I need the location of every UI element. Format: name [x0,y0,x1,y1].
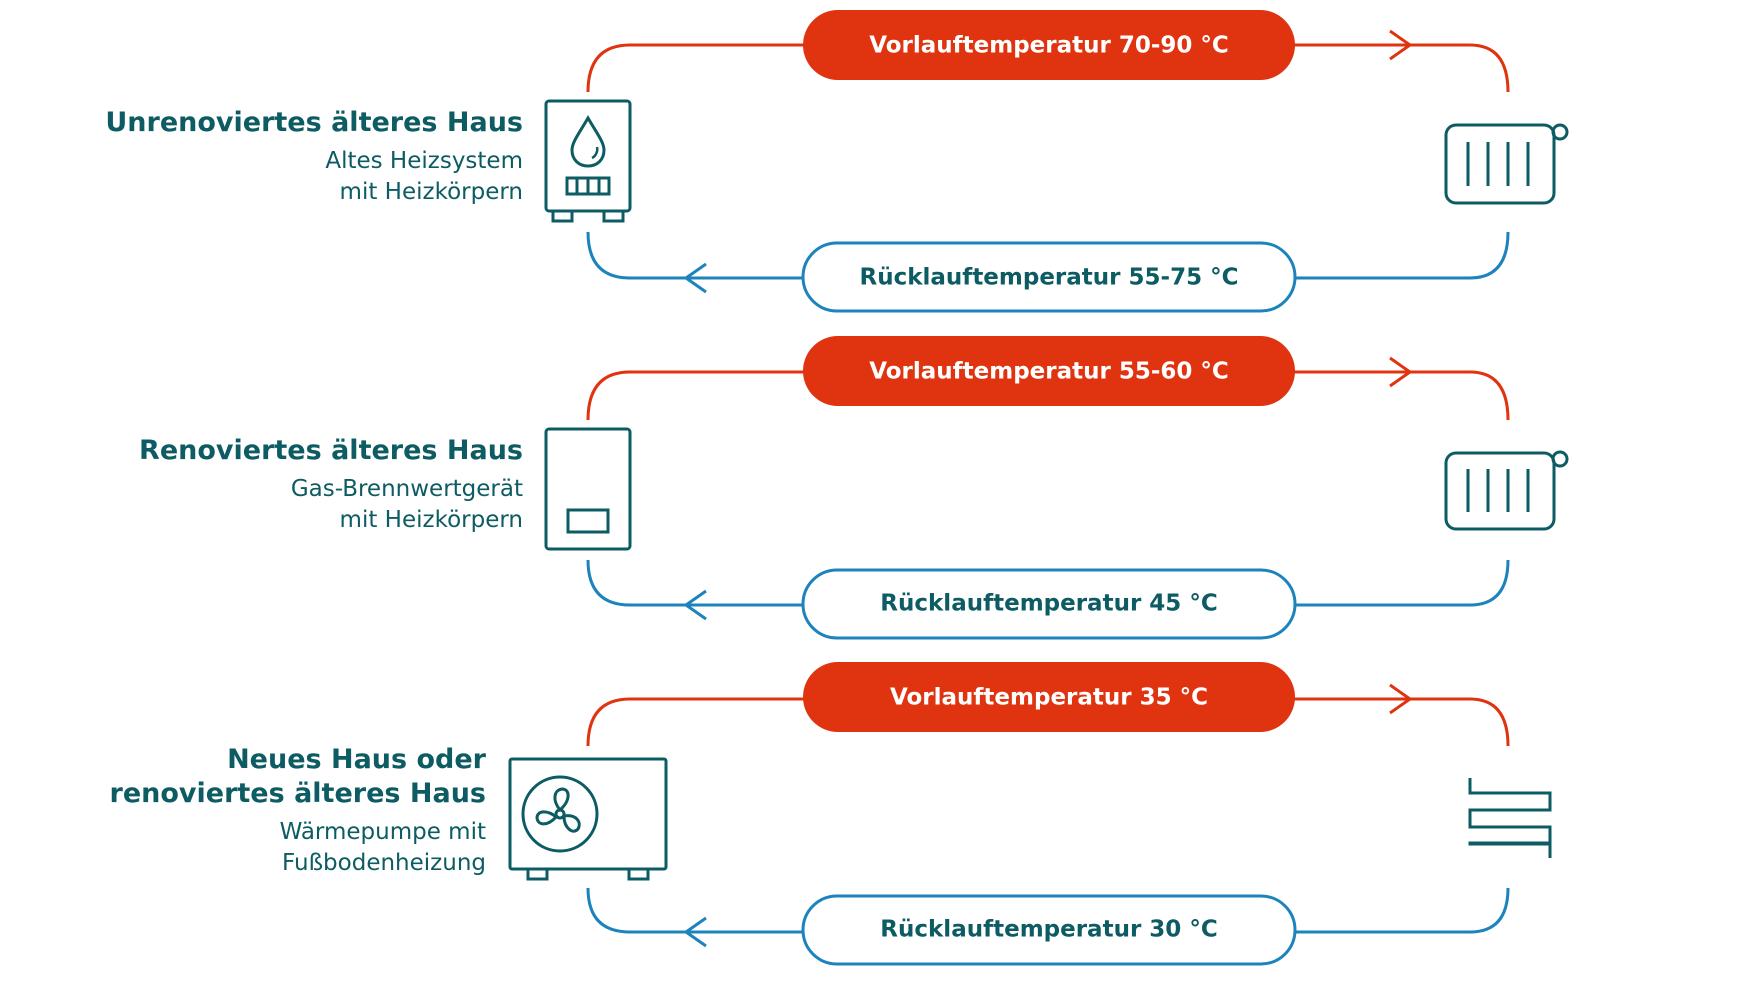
row-3-subtitle: Wärmepumpe mit Fußbodenheizung [110,817,486,879]
row-3-title: Neues Haus oder renoviertes älteres Haus [110,743,486,811]
row-1-subtitle: Altes Heizsystem mit Heizkörpern [105,146,523,208]
flow-line-1 [586,29,1510,93]
row-2-subtitle-line-1: Gas-Brennwertgerät [290,476,523,502]
flow-line-2 [586,356,1510,421]
row-3-subtitle-line-1: Wärmepumpe mit [279,819,486,845]
flow-pill-2: Vorlauftemperatur 55-60 °C [803,336,1295,406]
boiler-icon [544,99,632,223]
flow-pill-bg [803,662,1295,732]
row-1-title: Unrenoviertes älteres Haus [105,107,523,138]
row-1-label: Unrenoviertes älteres Haus Altes Heizsys… [105,106,523,208]
return-temperature-label: Rücklauftemperatur 30 °C [880,917,1217,943]
row-3-label: Neues Haus oder renoviertes älteres Haus… [110,743,486,879]
return-pill-bg [801,894,1297,966]
flow-pill-bg [803,336,1295,406]
flow-pill-3: Vorlauftemperatur 35 °C [803,662,1295,732]
return-pill-bg [801,568,1297,640]
flow-temperature-label: Vorlauftemperatur 70-90 °C [869,33,1229,59]
radiator-icon [1444,123,1569,205]
row-3-subtitle-line-2: Fußbodenheizung [282,850,486,876]
row-1-subtitle-line-1: Altes Heizsystem [325,148,523,174]
radiator-icon [1444,450,1569,531]
flow-temperature-label: Vorlauftemperatur 35 °C [890,685,1208,711]
row-1-subtitle-line-2: mit Heizkörpern [339,179,523,205]
row-2-subtitle-line-2: mit Heizkörpern [339,507,523,533]
row-3-title-line-2: renoviertes älteres Haus [109,778,486,809]
row-unrenovated: Vorlauftemperatur 70-90 °C Rücklauftempe… [544,10,1569,313]
return-pill-1: Rücklauftemperatur 55-75 °C [801,241,1297,313]
flow-pill-bg [803,10,1295,80]
flow-temperature-label: Vorlauftemperatur 55-60 °C [869,359,1229,385]
row-2-subtitle: Gas-Brennwertgerät mit Heizkörpern [139,474,523,536]
flow-line-3 [586,683,1510,747]
row-2-title: Renoviertes älteres Haus [139,435,523,466]
return-line-1 [586,231,1510,294]
condensing-boiler-icon [544,427,632,551]
flow-pill-1: Vorlauftemperatur 70-90 °C [803,10,1295,80]
row-2-label: Renoviertes älteres Haus Gas-Brennwertge… [139,434,523,536]
return-pill-2: Rücklauftemperatur 45 °C [801,568,1297,640]
row-renovated: Vorlauftemperatur 55-60 °C Rücklauftempe… [544,336,1569,640]
row-3-title-line-1: Neues Haus oder [227,744,486,775]
row-new: Vorlauftemperatur 35 °C Rücklauftemperat… [508,662,1552,966]
return-pill-3: Rücklauftemperatur 30 °C [801,894,1297,966]
heat-pump-icon [508,757,668,881]
return-line-2 [586,559,1510,621]
return-line-3 [586,887,1510,948]
return-temperature-label: Rücklauftemperatur 55-75 °C [860,265,1239,291]
underfloor-heating-icon [1468,778,1552,858]
return-pill-bg [801,241,1297,313]
return-temperature-label: Rücklauftemperatur 45 °C [880,591,1217,617]
